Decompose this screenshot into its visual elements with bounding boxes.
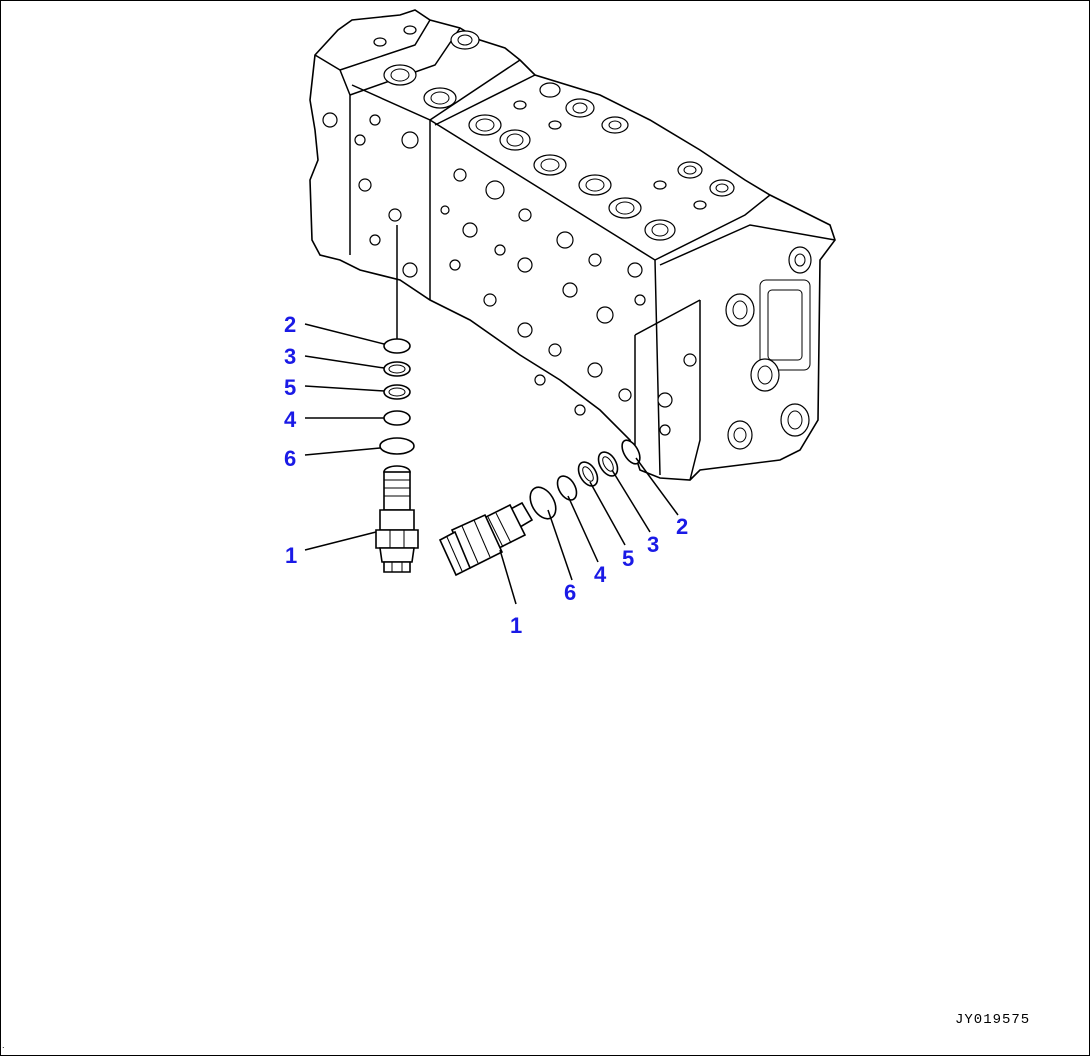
right-valve-assembly: [438, 439, 641, 577]
right-ring-2: [621, 439, 641, 465]
drawing-code: JY019575: [955, 1012, 1030, 1028]
left-ring-2: [383, 338, 411, 354]
block-end-bosses: [725, 246, 812, 450]
callout-left-1: 1: [285, 543, 297, 568]
left-relief-valve: [375, 465, 419, 573]
callout-left-6: 6: [284, 446, 296, 471]
right-ring-5: [577, 461, 599, 487]
left-valve-assembly: [375, 225, 419, 573]
callout-left-3: 3: [284, 344, 296, 369]
left-ring-5: [383, 384, 411, 400]
callouts-left: 2 3 5 4 6 1: [284, 312, 297, 568]
corner-mark: .: [2, 1041, 5, 1050]
control-valve-block: [309, 9, 836, 481]
block-side-holes: [322, 112, 697, 436]
callout-right-6: 6: [564, 580, 576, 605]
callout-left-4: 4: [284, 407, 297, 432]
callout-left-5: 5: [284, 375, 296, 400]
right-ring-6: [529, 486, 557, 520]
callout-left-2: 2: [284, 312, 296, 337]
leader-lines: [304, 323, 679, 605]
callout-right-4: 4: [594, 562, 607, 587]
callout-right-3: 3: [647, 532, 659, 557]
right-relief-valve: [438, 501, 534, 577]
callout-right-2: 2: [676, 514, 688, 539]
callout-right-5: 5: [622, 546, 634, 571]
callouts-right: 1 6 4 5 3 2: [510, 514, 688, 638]
left-ring-6: [379, 437, 415, 455]
callout-right-1: 1: [510, 613, 522, 638]
block-ports: [373, 25, 735, 241]
left-ring-4: [383, 410, 411, 426]
left-ring-3: [383, 361, 411, 377]
right-ring-4: [556, 475, 578, 501]
right-ring-3: [597, 451, 619, 477]
